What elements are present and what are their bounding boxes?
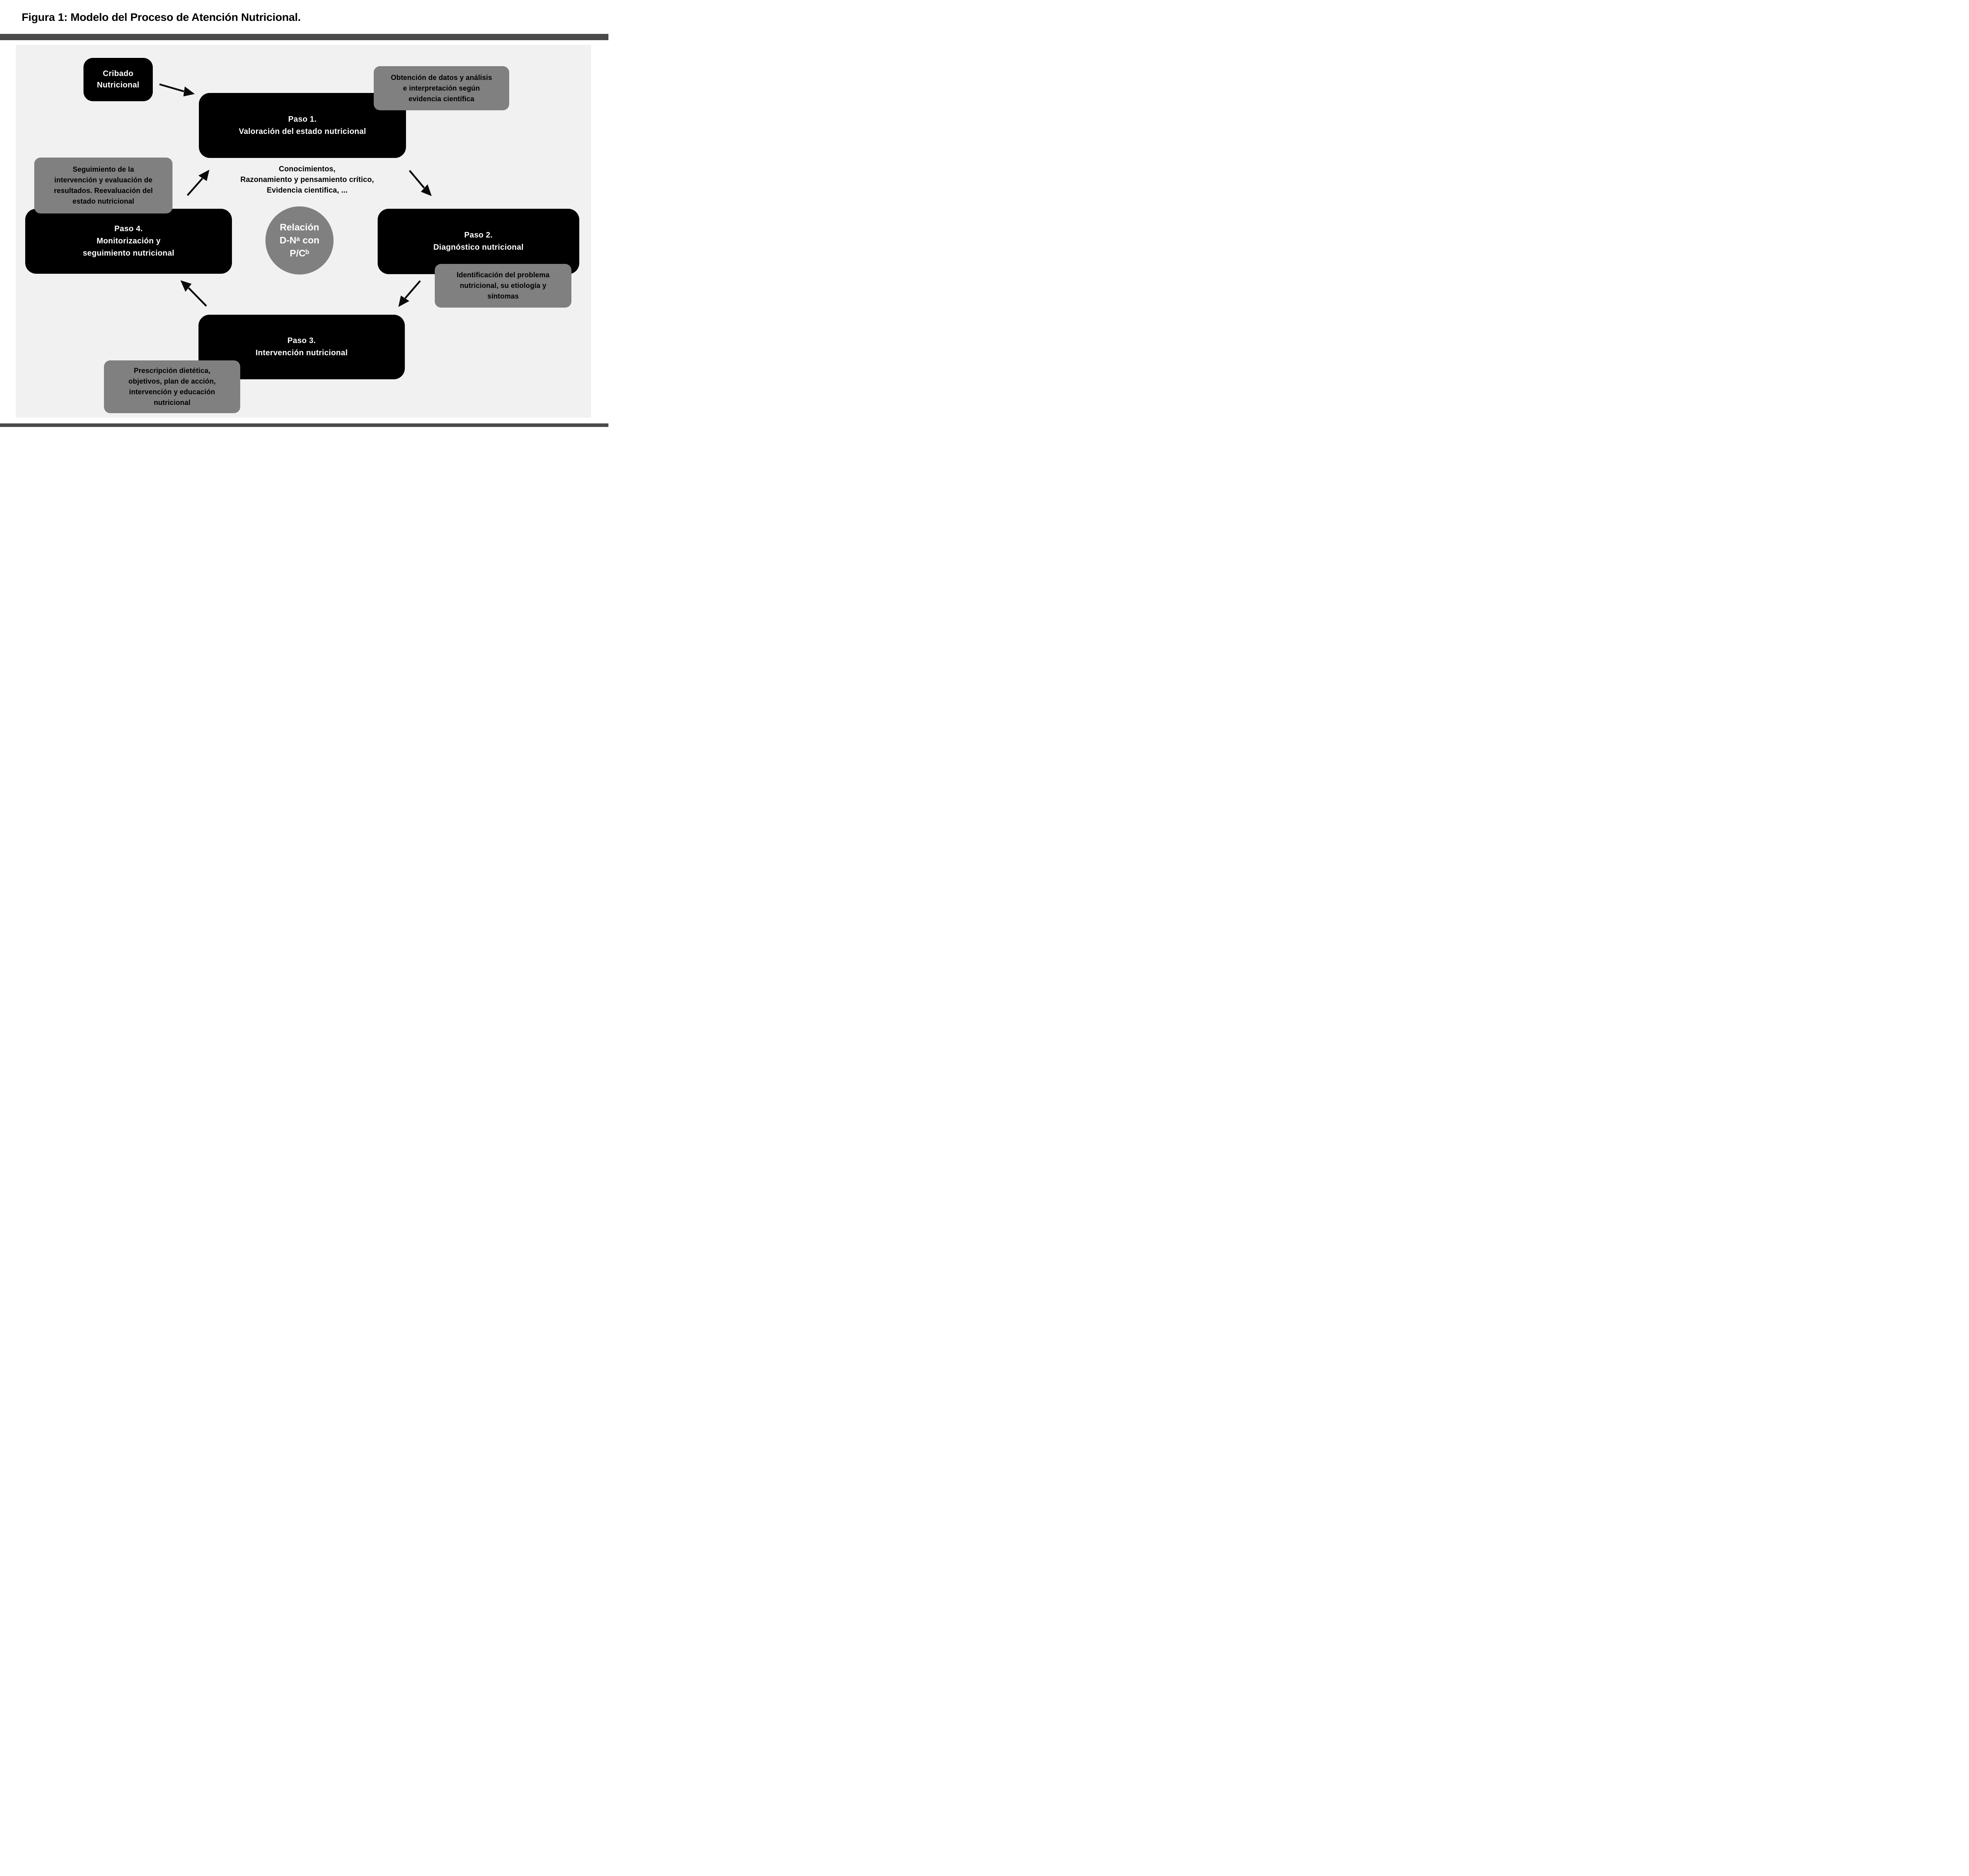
annotation-line: intervención y evaluación de [54,176,152,184]
node-cribado-line: Nutricional [97,81,139,89]
annotation-line: Obtención de datos y análisis [391,73,492,82]
annotation-line: síntomas [487,292,519,300]
node-paso1-line: Valoración del estado nutricional [239,127,366,136]
bottom-rule-bar [0,423,608,427]
node-cribado-nutricional: Cribado Nutricional [83,58,153,101]
annotation-line: Seguimiento de la [72,165,134,173]
annotation-paso2-identificacion-problema: Identificación del problema nutricional,… [435,264,571,308]
node-paso4-line: seguimiento nutricional [83,249,174,258]
top-rule-bar [0,34,608,40]
annotation-line: Identificación del problema [456,271,550,279]
annotation-line: intervención y educación [129,388,215,396]
hub-circle-relacion-dn-pc: Relación D-Nᵃ con P/Cᵇ [265,206,334,275]
annotation-line: objetivos, plan de acción, [128,377,216,385]
center-text-line: Razonamiento y pensamiento crítico, [240,176,374,184]
annotation-line: resultados. Reevaluación del [54,187,153,195]
node-paso-2-diagnostico: Paso 2. Diagnóstico nutricional [378,209,579,274]
node-paso-4-monitorizacion: Paso 4. Monitorización y seguimiento nut… [25,209,232,274]
annotation-line: e interpretación según [403,84,480,92]
hub-circle-line: P/Cᵇ [289,248,310,259]
node-paso2-line: Diagnóstico nutricional [433,243,524,252]
annotation-line: estado nutricional [72,197,134,205]
node-paso4-line: Monitorización y [96,237,161,245]
center-text-line: Conocimientos, [279,165,336,173]
annotation-line: nutricional [154,399,191,406]
figure-title: Figura 1: Modelo del Proceso de Atención… [22,11,301,23]
annotation-paso4-seguimiento-intervencion: Seguimiento de la intervención y evaluac… [34,158,172,213]
annotation-paso3-prescripcion-dietetica: Prescripción dietética, objetivos, plan … [104,360,240,413]
node-paso2-line: Paso 2. [464,231,493,239]
hub-circle-line: Relación [280,222,319,233]
hub-circle-line: D-Nᵃ con [279,235,320,246]
annotation-line: Prescripción dietética, [133,367,211,375]
node-paso1-line: Paso 1. [288,115,317,124]
annotation-paso1-obtencion-datos: Obtención de datos y análisis e interpre… [374,66,509,110]
annotation-line: evidencia científica [408,95,475,103]
node-cribado-line: Cribado [103,69,133,78]
node-paso3-line: Paso 3. [287,336,316,345]
center-knowledge-text: Conocimientos, Razonamiento y pensamient… [209,164,406,196]
node-paso4-line: Paso 4. [114,225,143,233]
figure-canvas: Figura 1: Modelo del Proceso de Atención… [0,0,608,435]
center-text-line: Evidencia cientifica, ... [267,186,348,195]
annotation-line: nutricional, su etiología y [460,282,547,289]
node-paso3-line: Intervención nutricional [256,349,348,357]
node-paso-1-valoracion: Paso 1. Valoración del estado nutriciona… [199,93,406,158]
